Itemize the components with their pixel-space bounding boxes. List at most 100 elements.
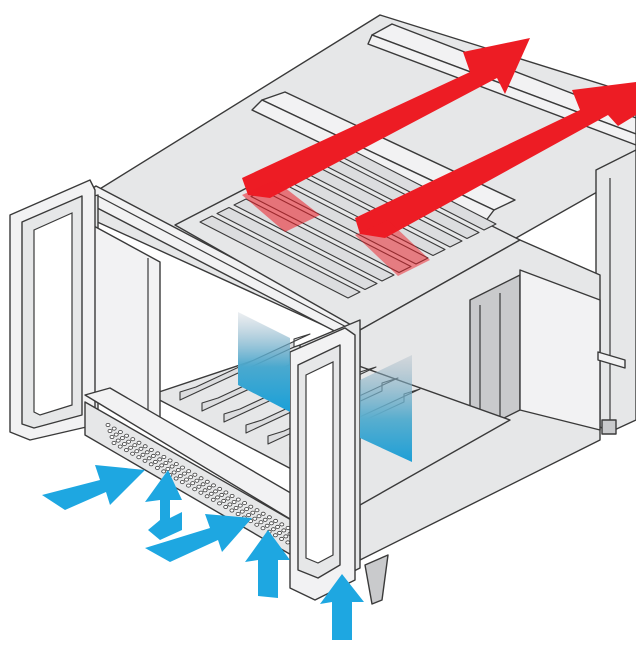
vent-hole [186,469,192,474]
vent-hole [163,460,169,465]
vent-hole [264,523,270,528]
vent-hole [239,509,245,514]
vent-hole [260,511,266,516]
vent-hole [109,434,115,439]
vent-hole [223,490,229,495]
vent-hole [229,508,235,513]
vent-hole [254,508,260,513]
vent-hole [248,504,254,509]
vent-hole [231,499,237,504]
vent-hole [159,463,165,468]
vent-hole [217,501,222,506]
vent-hole [275,524,281,529]
vent-hole [221,498,227,503]
vent-hole [182,471,187,476]
vent-hole [148,462,154,467]
vent-hole [179,480,185,485]
vent-hole [266,515,272,520]
vent-hole [136,440,142,445]
vent-hole [210,497,216,502]
vent-hole [242,501,248,506]
airflow-duct-right [360,355,412,462]
vent-hole [124,448,129,453]
vent-hole [283,534,289,539]
vent-hole [169,464,175,469]
vent-hole [122,442,127,447]
vent-hole [194,478,200,483]
vent-hole [235,497,241,502]
vent-hole [272,533,278,538]
vent-hole [204,494,210,499]
vent-hole [225,496,231,501]
vent-hole [200,482,206,487]
vent-hole [161,469,167,474]
vent-hole [107,428,113,433]
card-slot-upper [199,215,361,299]
vent-hole [184,477,189,482]
vent-hole [233,505,239,510]
vent-hole [202,488,208,493]
intake-arrow-4 [245,530,290,598]
vent-hole [281,528,287,533]
vent-hole [171,470,177,475]
intake-arrow-1 [42,465,145,510]
vent-hole [208,491,214,496]
vent-hole [126,439,132,444]
vent-hole [262,517,268,522]
vent-hole [227,502,233,507]
vent-hole [130,437,136,442]
vent-hole [138,446,144,451]
vent-hole [148,447,154,452]
vent-hole [279,522,285,527]
vent-hole [118,430,123,435]
exhaust-glow-upper-left [242,180,320,232]
vent-hole [277,530,283,535]
vent-hole [157,457,163,462]
vent-hole [177,474,183,479]
vent-hole [105,422,111,427]
vent-hole [111,440,117,445]
vent-hole [192,472,198,477]
vent-hole [150,453,156,458]
card-slot-upper [216,206,378,291]
vent-hole [190,481,196,486]
vent-hole [252,516,258,521]
intake-arrow-5 [320,574,364,640]
vent-hole [192,487,198,492]
vent-hole [215,495,220,500]
vent-hole [167,458,173,463]
vent-hole [237,503,243,508]
vent-hole [111,426,117,431]
vent-hole [250,510,256,515]
vent-hole [273,518,279,523]
chassis-front-right-upright [289,319,389,605]
vent-hole [152,459,158,464]
vent-hole [186,483,191,488]
vent-hole [175,468,181,473]
vent-hole [217,486,223,491]
vent-hole [115,438,121,443]
vent-hole [134,449,140,454]
vent-hole [244,507,250,512]
exhaust-arrow-1 [242,38,530,198]
airflow-duct-left [238,312,290,412]
vent-hole [120,436,125,441]
vent-hole [140,452,146,457]
vent-hole [196,484,202,489]
vent-hole [132,443,138,448]
exhaust-arrow-2 [355,82,636,238]
vent-hole [142,458,148,463]
vent-hole [254,522,260,527]
vent-hole [188,475,194,480]
vent-hole [256,514,262,519]
vent-hole [223,504,229,509]
vent-hole [258,520,264,525]
vent-hole [204,479,210,484]
vent-hole [117,444,123,449]
intake-arrow-2 [145,470,182,540]
vent-hole [206,485,212,490]
vent-hole [198,490,204,495]
vent-hole [154,465,160,470]
